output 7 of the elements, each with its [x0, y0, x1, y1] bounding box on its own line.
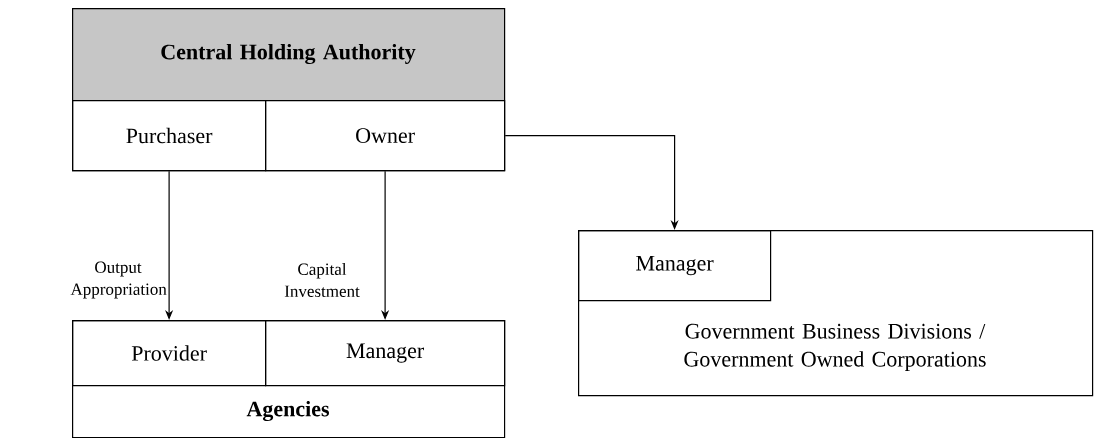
- cell: Owner: [265, 100, 506, 172]
- cell: Manager: [265, 320, 506, 387]
- cell: Purchaser: [72, 100, 267, 172]
- edge-label: Capital Investment: [284, 263, 360, 297]
- cell: Provider: [72, 320, 267, 387]
- edge-label: Output Appropriation: [70, 261, 167, 299]
- cell: Manager: [578, 230, 772, 302]
